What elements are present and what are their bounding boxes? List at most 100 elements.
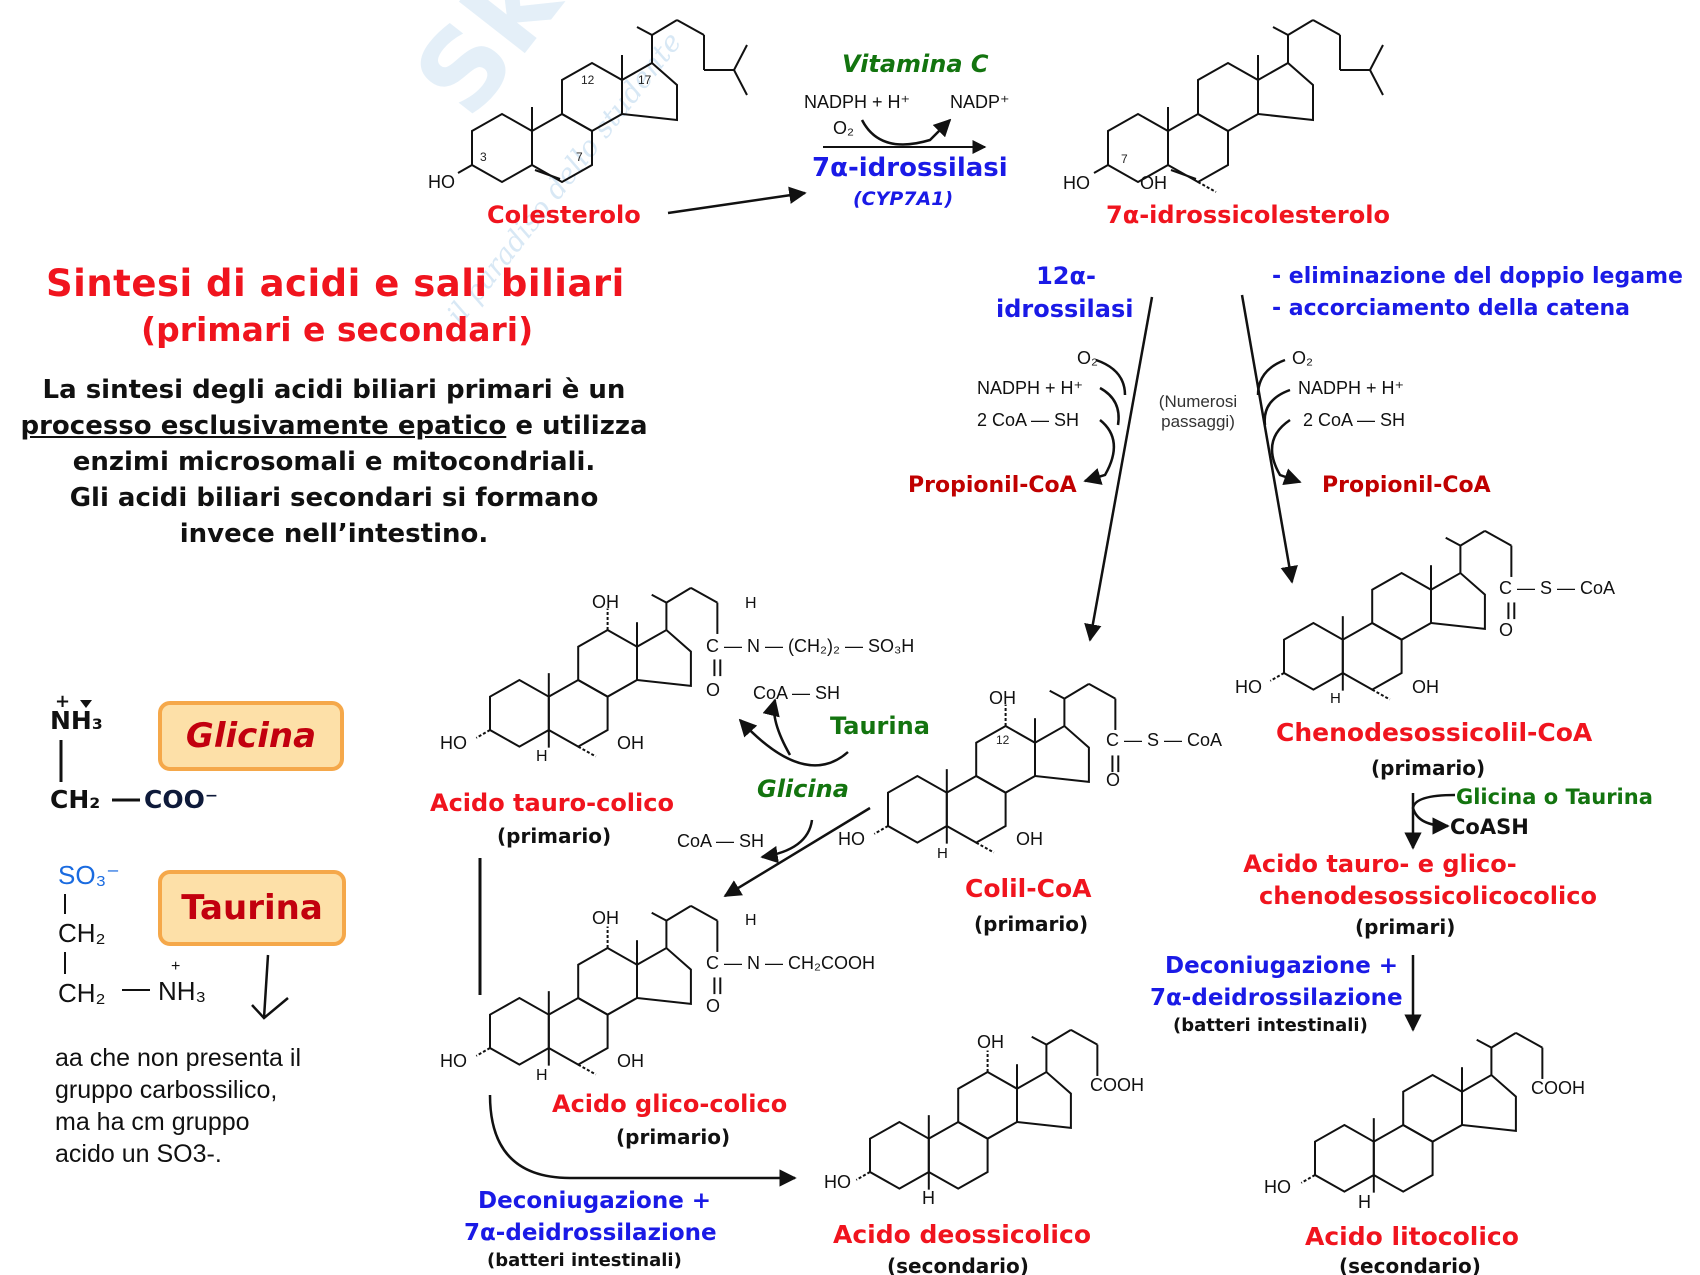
- tauro-colico-ring-c: [577, 628, 638, 698]
- atom-ho: HO: [1264, 1177, 1291, 1197]
- tag-primario: (primario): [497, 824, 612, 848]
- curve-right-nadph: [1263, 388, 1291, 426]
- deossicolico-ring-d: [1016, 1070, 1072, 1130]
- chenodesossicolil-coa-ring-d: [1430, 571, 1486, 631]
- atom-oh-7: OH: [1016, 829, 1043, 849]
- atom-oh-7: OH: [617, 1051, 644, 1071]
- right-nadph: NADPH + H⁺: [1298, 378, 1405, 398]
- chenodesossicolil-coa-ring-a: [1283, 621, 1344, 691]
- tag-primario: (primario): [974, 912, 1089, 936]
- taurine-note: aa che non presenta il gruppo carbossili…: [55, 1042, 301, 1170]
- release-coa-sh-bottom: CoA — SH: [677, 831, 765, 851]
- reactant-o2: O₂: [833, 118, 854, 138]
- chenodesossicolil-coa-side-c21: [1445, 536, 1461, 547]
- 7a-idrossicolesterolo-side-c27: [1369, 69, 1384, 96]
- atom-h: H: [536, 748, 548, 765]
- litocolico-bond-3-oh: [1300, 1174, 1316, 1184]
- glico-colico-side-c21: [651, 911, 667, 922]
- intro-line-2-rest: e utilizza: [506, 411, 648, 441]
- tauro-colico-ring-b: [547, 678, 609, 748]
- tauro-colico-bond-7-oh: [577, 745, 597, 758]
- step-accorciamento: - accorciamento della catena: [1272, 296, 1630, 321]
- tauro-colico-side-c23: [690, 587, 718, 604]
- deossicolico-ring-a: [869, 1120, 930, 1190]
- atom-oh: OH: [1412, 677, 1439, 697]
- colesterolo-bond-3-oh: [457, 164, 473, 174]
- glico-colico-ring-b: [547, 996, 609, 1066]
- left-nadph: NADPH + H⁺: [977, 378, 1084, 398]
- tag-primario: (primario): [616, 1125, 731, 1149]
- glycine-ch2: CH₂: [50, 785, 101, 814]
- arrow-coash-release-bottom: [760, 819, 814, 864]
- deossicolico-bond-3-oh: [855, 1171, 871, 1181]
- atom-number-7: 7: [576, 150, 583, 164]
- 7a-idrossicolesterolo-side-c21: [1272, 26, 1289, 36]
- colil-coa-bond-7-oh: [975, 841, 995, 854]
- note-line-1: (Numerosi: [1158, 392, 1238, 411]
- intro-line-2: processo esclusivamente epatico e utiliz…: [14, 408, 654, 444]
- colesterolo-side-c23: [676, 19, 705, 36]
- colil-coa-side-c22: [1063, 683, 1090, 700]
- taurine-chain: — N — (CH₂)₂ — SO₃H: [724, 636, 915, 656]
- litocolico-side-c22: [1490, 1032, 1517, 1049]
- note-line-3: ma ha cm gruppo: [55, 1108, 250, 1136]
- chenodesossicolil-coa-bond-3-oh: [1269, 672, 1285, 682]
- curve-left-propionil: [1083, 419, 1116, 485]
- glico-colico-side-c23: [690, 905, 718, 922]
- atom-nh-h: H: [745, 912, 757, 929]
- reagent-taurina: Taurina: [830, 712, 930, 740]
- left-o2: O₂: [1077, 348, 1098, 368]
- chenodesossicolil-coa-bond-7-oh: [1371, 688, 1391, 701]
- compound-tauro-glico-cheno-line2: chenodesossicolicocolico: [1259, 882, 1597, 910]
- arrow-glicina-to-glicocolico: [723, 806, 871, 898]
- litocolico-ring-b: [1372, 1123, 1434, 1193]
- enzyme-7a-idrossilasi: 7α-idrossilasi: [812, 153, 1008, 183]
- deossicolico-side-c23: [1070, 1029, 1098, 1046]
- glico-colico-ring-c: [577, 946, 638, 1016]
- compound-tauro-glico-cheno-line1: Acido tauro- e glico-: [1243, 850, 1517, 878]
- left-propionil-coa: Propionil-CoA: [908, 473, 1077, 498]
- glico-colico-bond-3-oh: [475, 1047, 491, 1057]
- atom-number-3: 3: [480, 150, 487, 164]
- colesterolo-side-c26: [733, 44, 748, 71]
- tauro-colico-ring-a: [489, 678, 550, 748]
- curve-left-nadph: [1099, 386, 1120, 426]
- product-nadp: NADP⁺: [950, 92, 1010, 112]
- atom-ho: HO: [824, 1172, 851, 1192]
- 7a-idrossicolesterolo-side-c23: [1312, 19, 1341, 36]
- deossicolico-ring-c: [957, 1070, 1018, 1140]
- atom-h: H: [937, 845, 948, 862]
- compound-colil-coa: Colil-CoA: [965, 874, 1092, 903]
- glycine-chain: — N — CH₂COOH: [724, 953, 875, 973]
- arrow-taurina-to-taurocolico: [738, 718, 849, 767]
- curve-glicina-taurina: [1411, 793, 1456, 835]
- colesterolo-ring-d: [621, 61, 678, 122]
- glycine-coo: COO⁻: [144, 785, 219, 814]
- compound-acido-tauro-colico: Acido tauro-colico: [430, 789, 674, 817]
- glico-colico-bond-7-oh: [577, 1063, 597, 1076]
- atom-o: O: [706, 680, 721, 700]
- curve-right-propionil: [1270, 418, 1302, 486]
- left-deconiugazione: Deconiugazione +: [478, 1188, 712, 1214]
- page-subtitle: (primari e secondari): [141, 310, 534, 349]
- chenodesossicolil-coa-ring-c: [1371, 571, 1432, 641]
- colesterolo-double-bond: [534, 169, 561, 180]
- intro-line-5: invece nell’intestino.: [179, 519, 489, 549]
- 7a-idrossicolesterolo-bond-3-oh: [1093, 164, 1109, 174]
- right-propionil-coa: Propionil-CoA: [1322, 473, 1491, 498]
- atom-oh-12: OH: [977, 1032, 1004, 1052]
- atom-ho: HO: [428, 172, 455, 192]
- left-deidrossilazione: 7α-deidrossilazione: [464, 1220, 717, 1246]
- colil-coa-ring-d: [1034, 724, 1090, 784]
- glico-colico-ring-a: [489, 996, 550, 1066]
- atom-h: H: [1330, 690, 1341, 707]
- step-eliminazione: - eliminazione del doppio legame: [1272, 264, 1683, 289]
- colesterolo-side-c22: [651, 19, 678, 36]
- tauro-colico-side-c21: [651, 593, 667, 604]
- deossicolico-side-c22: [1045, 1029, 1072, 1046]
- atom-c: C: [706, 636, 719, 656]
- tauro-colico-bond-3-oh: [475, 729, 491, 739]
- taurine-so3: SO₃⁻: [58, 860, 120, 890]
- tag-primari: (primari): [1355, 915, 1456, 939]
- litocolico-ring-c: [1402, 1073, 1463, 1143]
